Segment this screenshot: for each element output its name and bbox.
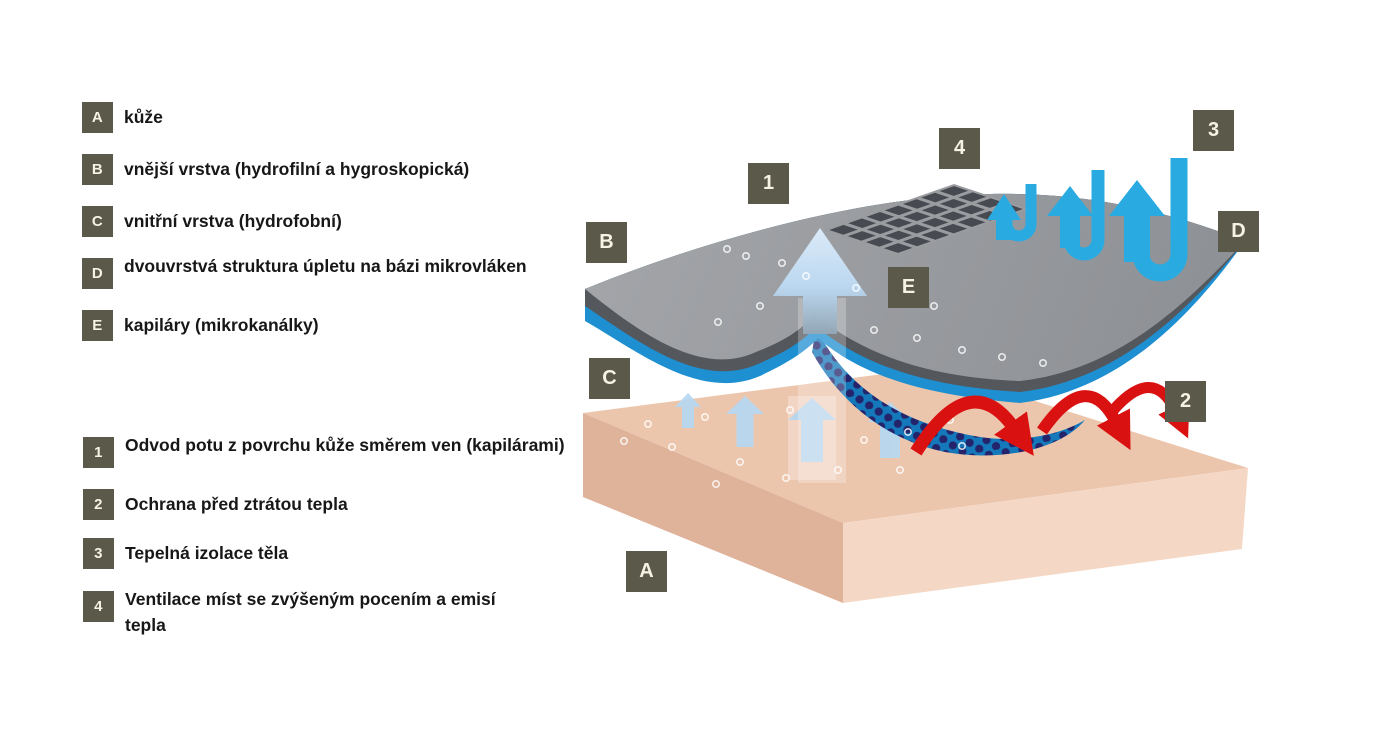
legend-label-A: kůže	[124, 107, 163, 127]
legend-badge-D: D	[82, 258, 113, 289]
legend-badge-4: 4	[83, 591, 114, 622]
legend-label-3: Tepelná izolace těla	[125, 543, 289, 563]
ventilation-arrows	[987, 158, 1188, 282]
droplets	[619, 245, 1048, 488]
legend-label-C: vnitřní vrstva (hydrofobní)	[124, 211, 342, 231]
legend-badge-2: 2	[83, 489, 114, 520]
diagram-badge-3: 3	[1193, 110, 1234, 151]
legend-label-B: vnější vrstva (hydrofilní a hygroskopick…	[124, 159, 470, 179]
legend-item-odvod-potu: 1 Odvod potu z povrchu kůže směrem ven (…	[83, 432, 565, 468]
legend-badge-A: A	[82, 102, 113, 133]
diagram-badge-2: 2	[1165, 381, 1206, 422]
legend-label-1: Odvod potu z povrchu kůže směrem ven (ka…	[125, 435, 565, 455]
diagram-badge-B: B	[586, 222, 627, 263]
ventilation-grid	[822, 183, 1030, 256]
legend-item-dvouvrstva-struktura: D dvouvrstvá struktura úpletu na bázi mi…	[82, 253, 566, 289]
legend-item-kuze: A kůže	[82, 102, 163, 133]
diagram-badge-1: 1	[748, 163, 789, 204]
diagram-badge-4: 4	[939, 128, 980, 169]
legend-label-2: Ochrana před ztrátou tepla	[125, 494, 348, 514]
diagram-badge-A: A	[626, 551, 667, 592]
legend-item-ventilace: 4 Ventilace míst se zvýšeným pocením a e…	[83, 586, 510, 638]
legend-badge-1: 1	[83, 437, 114, 468]
sweat-big-arrow	[773, 228, 867, 483]
legend-label-4: Ventilace míst se zvýšeným pocením a emi…	[125, 589, 496, 635]
legend-item-vnejsi-vrstva: B vnější vrstva (hydrofilní a hygroskopi…	[82, 154, 469, 185]
legend-badge-C: C	[82, 206, 113, 237]
legend-label-E: kapiláry (mikrokanálky)	[124, 315, 319, 335]
legend-item-vnitrni-vrstva: C vnitřní vrstva (hydrofobní)	[82, 206, 342, 237]
legend-item-kapilary: E kapiláry (mikrokanálky)	[82, 310, 319, 341]
diagram-badge-D: D	[1218, 211, 1259, 252]
capillary-mesh	[812, 328, 1085, 456]
diagram-badge-E: E	[888, 267, 929, 308]
legend-badge-E: E	[82, 310, 113, 341]
diagram-badge-C: C	[589, 358, 630, 399]
legend-item-ochrana-tepla: 2 Ochrana před ztrátou tepla	[83, 489, 348, 520]
legend-item-tepelna-izolace: 3 Tepelná izolace těla	[83, 538, 288, 569]
legend-badge-3: 3	[83, 538, 114, 569]
legend-label-D: dvouvrstvá struktura úpletu na bázi mikr…	[124, 256, 527, 276]
legend-badge-B: B	[82, 154, 113, 185]
